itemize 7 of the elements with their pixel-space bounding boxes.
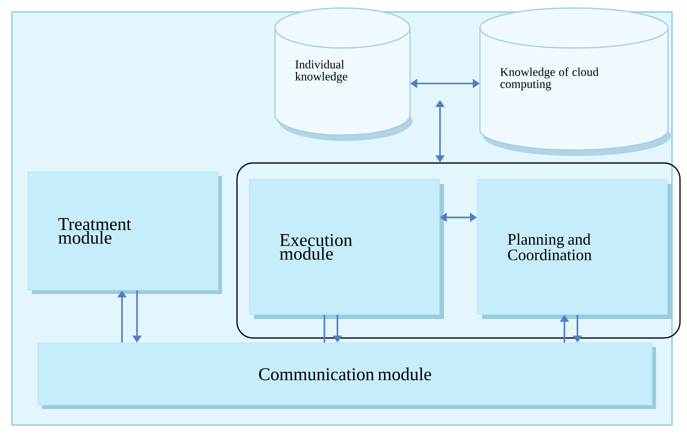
database-cylinder: Knowledge of cloud computing <box>479 7 669 151</box>
module-box: Treatment module <box>28 172 218 290</box>
module-box: Planning and Coordination <box>477 179 668 315</box>
module-box: Execution module <box>249 179 440 315</box>
module-box: Communication module <box>38 342 652 406</box>
group-outline <box>236 162 681 339</box>
database-cylinder: Individual knowledge <box>274 7 411 136</box>
